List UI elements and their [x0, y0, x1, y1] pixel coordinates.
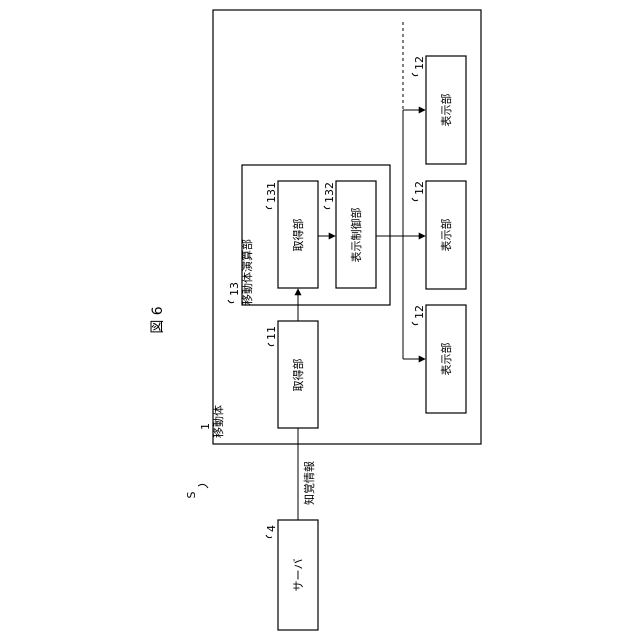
display-unit-ref: 12	[413, 305, 426, 319]
display-unit-label: 表示部	[439, 219, 453, 252]
compute-acquisition-ref: 131	[265, 182, 278, 203]
compute-unit-label: 移動体演算部	[240, 239, 254, 305]
server-leader	[266, 535, 272, 538]
display-unit-ref: 12	[413, 181, 426, 195]
compute-unit-ref: 13	[228, 282, 241, 296]
server-ref: 4	[265, 525, 278, 532]
display-control-label: 表示制御部	[349, 208, 363, 263]
system-leader	[198, 484, 208, 488]
display-control-ref: 132	[323, 182, 336, 203]
compute-acquisition-label: 取得部	[291, 219, 305, 252]
server-label: サーバ	[292, 559, 305, 592]
mobile-body-label: 移動体	[211, 405, 225, 438]
display-unit-label: 表示部	[439, 343, 453, 376]
system-label: S	[185, 491, 198, 498]
mobile-body-ref: 1	[199, 423, 212, 430]
acquisition-unit-ref: 11	[265, 326, 278, 340]
display-unit-label: 表示部	[439, 94, 453, 127]
figure-title: 図 6	[150, 306, 166, 333]
display-unit-ref: 12	[413, 56, 426, 70]
acquisition-unit-label: 取得部	[291, 359, 305, 392]
link-label: 知覚情報	[302, 461, 316, 505]
